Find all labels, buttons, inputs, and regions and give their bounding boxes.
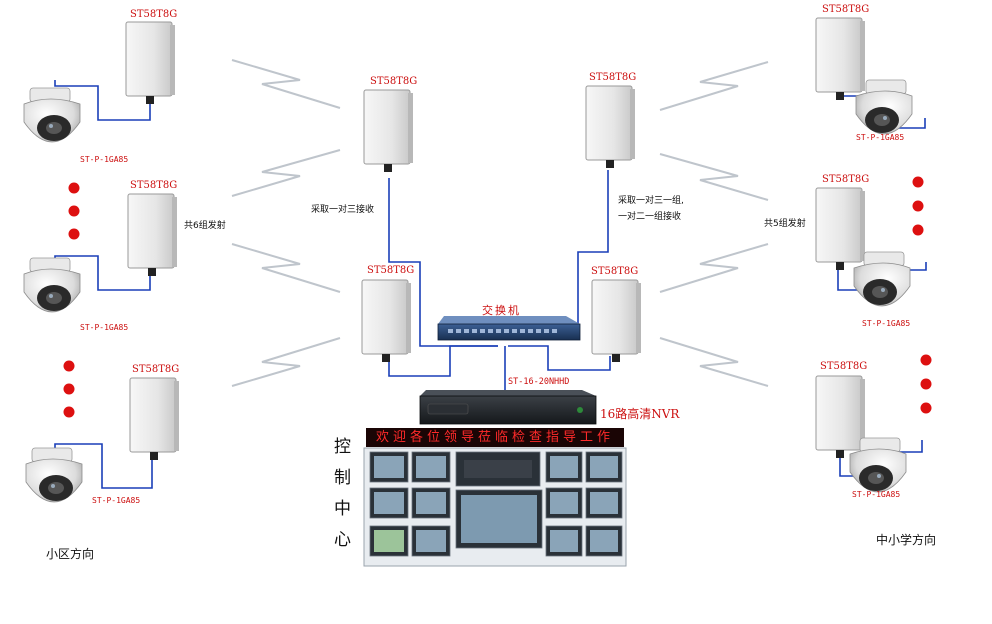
control-center-char-4: 心	[334, 530, 351, 550]
camera-label-left-3: ST-P-1GA85	[92, 496, 141, 505]
antenna-center-right-top	[585, 85, 636, 169]
left-relay-label: 采取一对三接收	[311, 205, 375, 215]
antenna-label-left-1: ST58T8G	[130, 9, 178, 20]
antenna-center-left-top	[363, 89, 414, 173]
antenna-label-center-right-top: ST58T8G	[589, 72, 637, 83]
antenna-label-right-2: ST58T8G	[822, 174, 870, 185]
antenna-label-left-3: ST58T8G	[132, 364, 180, 375]
camera-left-1	[23, 87, 81, 143]
cable-lines	[54, 80, 927, 489]
antenna-label-center-left-top: ST58T8G	[370, 76, 418, 87]
antenna-label-right-3: ST58T8G	[820, 361, 868, 372]
switch-label: 交换机	[482, 304, 521, 317]
camera-label-left-1: ST-P-1GA85	[80, 155, 129, 164]
antenna-label-left-2: ST58T8G	[130, 180, 178, 191]
antenna-left-3	[129, 377, 180, 461]
control-center-char-2: 制	[334, 468, 351, 488]
right-direction-label: 中小学方向	[876, 533, 937, 547]
left-group-label: 共6组发射	[184, 221, 226, 231]
antenna-label-center-right-bottom: ST58T8G	[591, 266, 639, 277]
antenna-label-center-left-bottom: ST58T8G	[367, 265, 415, 276]
antenna-left-1	[125, 21, 176, 105]
antenna-left-2	[127, 193, 178, 277]
video-wall	[363, 447, 627, 567]
led-banner: 欢迎各位领导莅临检查指导工作	[366, 428, 624, 447]
right-relay-label-line2: 一对二一组接收	[618, 212, 682, 222]
antenna-right-2	[815, 187, 866, 271]
right-group-label: 共5组发射	[764, 219, 806, 229]
control-center-char-3: 中	[334, 499, 351, 519]
right-relay-label-line1: 采取一对三一组,	[618, 196, 684, 206]
nvr-model-label: ST-16-20NHHD	[508, 377, 570, 387]
camera-left-2	[23, 257, 81, 313]
camera-label-left-2: ST-P-1GA85	[80, 323, 129, 332]
left-direction-label: 小区方向	[46, 547, 95, 561]
network-switch	[437, 316, 581, 341]
antenna-label-right-1: ST58T8G	[822, 4, 870, 15]
control-center-char-1: 控	[334, 437, 351, 457]
camera-label-right-3: ST-P-1GA85	[852, 490, 901, 499]
antenna-right-1	[815, 17, 866, 101]
camera-label-right-1: ST-P-1GA85	[856, 133, 905, 142]
continuation-dots	[63, 176, 932, 418]
camera-left-3	[25, 447, 83, 503]
antenna-center-right-bottom	[591, 279, 642, 363]
nvr-recorder	[419, 390, 597, 425]
antenna-center-left-bottom	[361, 279, 412, 363]
nvr-label: 16路高清NVR	[600, 407, 680, 421]
camera-label-right-2: ST-P-1GA85	[862, 319, 911, 328]
wireless-links	[231, 59, 769, 387]
antenna-right-3	[815, 375, 866, 459]
